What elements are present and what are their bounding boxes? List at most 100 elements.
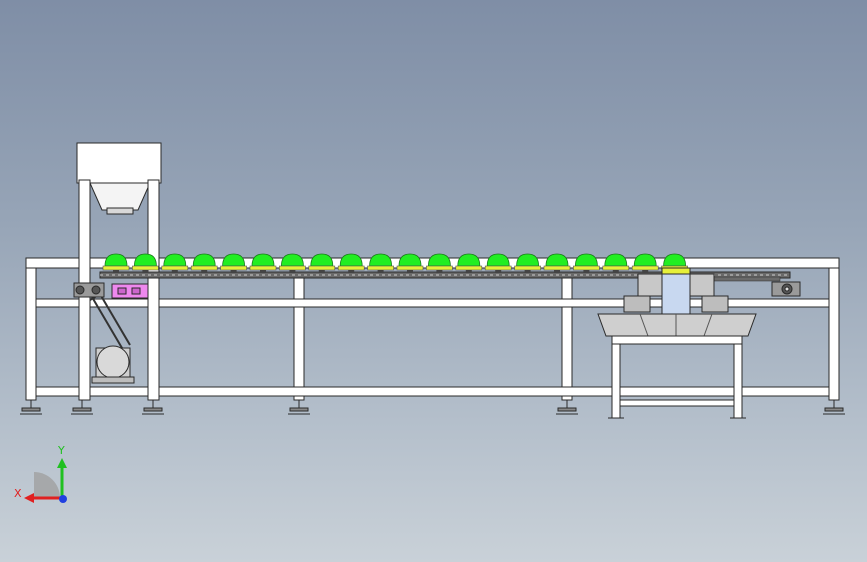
product-dome xyxy=(486,253,510,267)
product-item xyxy=(308,253,336,273)
product-tray xyxy=(631,265,659,271)
product-item xyxy=(337,253,365,273)
product-carrier xyxy=(436,270,443,273)
product-carrier xyxy=(201,270,208,273)
product-carrier xyxy=(407,270,413,273)
product-tray xyxy=(132,265,159,271)
drive-belt xyxy=(91,296,123,349)
product-tray xyxy=(220,265,247,271)
motor-base xyxy=(91,376,135,384)
product-tray xyxy=(190,265,218,271)
triad-plane xyxy=(34,472,60,498)
product-carrier xyxy=(230,270,237,273)
product-dome xyxy=(192,253,216,267)
product-carrier xyxy=(554,270,560,273)
hopper-box xyxy=(76,142,162,184)
hopper-outlet xyxy=(106,207,134,215)
product-dome xyxy=(251,253,275,267)
product-item xyxy=(543,253,571,273)
product-item xyxy=(249,253,277,273)
product-dome xyxy=(104,253,128,267)
leveling-feet xyxy=(20,400,845,415)
product-item xyxy=(396,253,424,273)
frame-leg-mid2 xyxy=(561,277,573,401)
left-sprocket xyxy=(73,282,105,298)
product-tray xyxy=(543,265,571,271)
product-carrier xyxy=(142,270,149,273)
foot xyxy=(20,400,42,415)
table-stretcher xyxy=(619,399,735,407)
foot xyxy=(142,400,164,415)
product-item xyxy=(455,253,483,273)
x-axis-label: X xyxy=(14,487,22,500)
product-item xyxy=(367,253,394,273)
product-trays xyxy=(102,253,688,273)
table-leg-left xyxy=(611,343,621,419)
drive-motor-assembly xyxy=(89,293,135,384)
product-item xyxy=(279,253,306,273)
sorter-block-left xyxy=(637,273,663,297)
hopper-chute xyxy=(89,182,151,211)
product-dome xyxy=(133,253,157,267)
product-carrier xyxy=(113,270,119,273)
product-dome xyxy=(427,253,451,267)
foot xyxy=(288,400,310,415)
product-tray xyxy=(279,265,306,271)
product-tray xyxy=(367,265,394,271)
product-dome xyxy=(163,253,187,267)
motor-face xyxy=(96,345,130,379)
product-item xyxy=(190,253,218,273)
product-tray xyxy=(602,265,630,271)
product-tray xyxy=(573,265,600,271)
right-sprocket xyxy=(771,281,801,297)
product-tray xyxy=(102,265,130,271)
product-tray xyxy=(484,265,512,271)
foot xyxy=(556,400,578,415)
product-carrier xyxy=(612,270,619,273)
product-item xyxy=(426,253,453,273)
product-dome xyxy=(516,253,540,267)
foot xyxy=(823,400,845,415)
product-item xyxy=(631,253,659,273)
foot xyxy=(71,400,93,415)
product-dome xyxy=(545,253,569,267)
product-item xyxy=(161,253,189,273)
sorter-center xyxy=(661,273,691,315)
table-top xyxy=(611,335,743,345)
product-carrier xyxy=(583,270,590,273)
product-tray xyxy=(426,265,453,271)
drive-belt xyxy=(99,293,131,346)
product-item xyxy=(132,253,159,273)
product-carrier xyxy=(348,270,355,273)
product-tray xyxy=(514,265,541,271)
product-tray xyxy=(308,265,336,271)
product-carrier xyxy=(260,270,266,273)
product-carrier xyxy=(289,270,296,273)
product-carrier xyxy=(377,270,384,273)
product-item xyxy=(484,253,512,273)
product-carrier xyxy=(495,270,502,273)
product-item xyxy=(573,253,600,273)
hopper-feeder xyxy=(76,142,162,401)
product-item xyxy=(514,253,541,273)
product-tray xyxy=(455,265,483,271)
product-dome xyxy=(222,253,246,267)
product-carrier xyxy=(524,270,531,273)
product-dome xyxy=(604,253,628,267)
product-dome xyxy=(663,253,687,267)
product-dome xyxy=(633,253,657,267)
product-tray xyxy=(337,265,365,271)
y-axis-label: Y xyxy=(57,444,65,457)
product-dome xyxy=(398,253,422,267)
middle-rail xyxy=(35,298,830,308)
frame-leg-mid1 xyxy=(293,277,305,401)
product-carrier xyxy=(465,270,472,273)
conveyor-chain xyxy=(99,271,791,282)
product-carrier xyxy=(318,270,325,273)
product-carrier xyxy=(642,270,649,273)
product-item xyxy=(602,253,630,273)
frame-leg-right xyxy=(828,257,840,401)
packing-station xyxy=(597,267,757,419)
